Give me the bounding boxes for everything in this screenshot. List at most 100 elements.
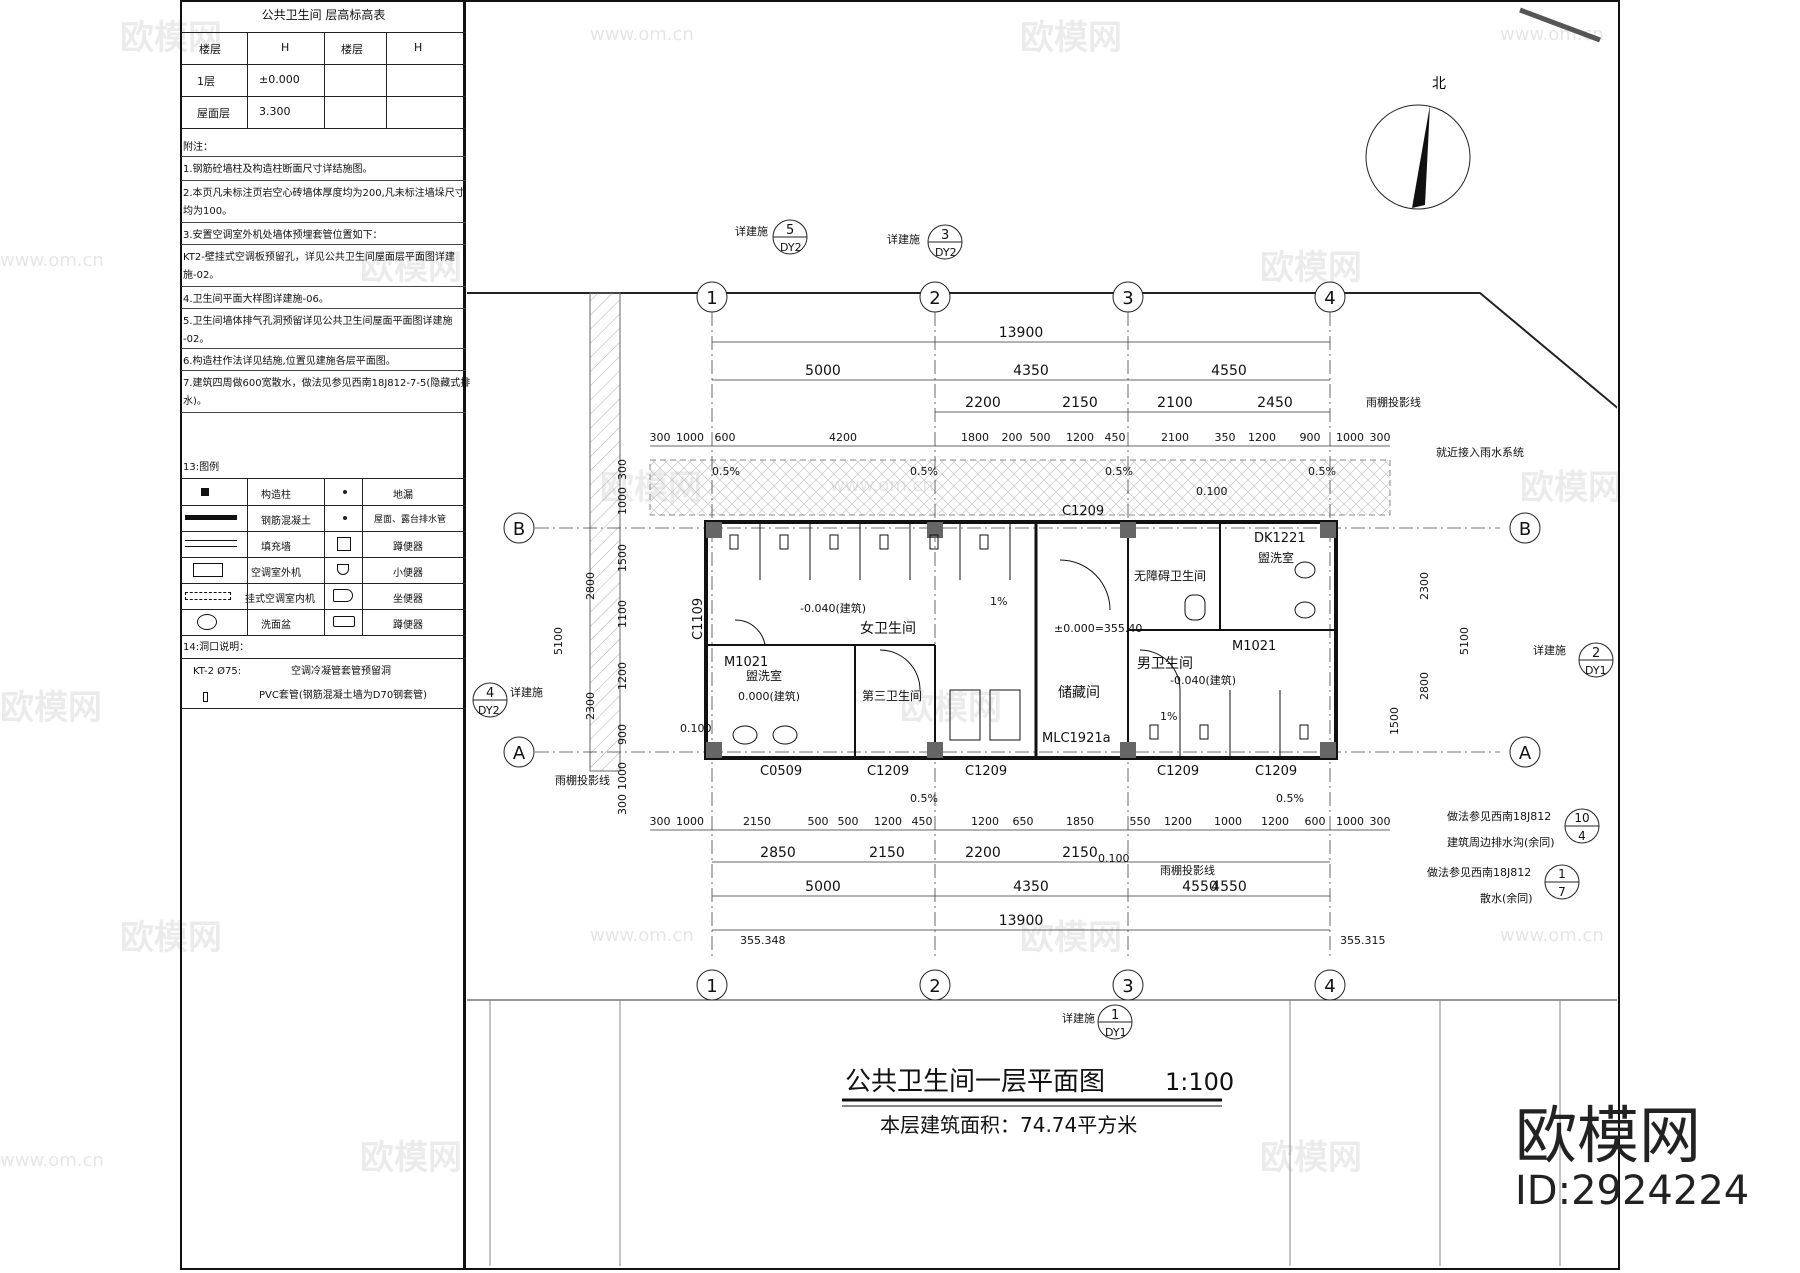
axis-label: A (513, 743, 526, 764)
watermark-url: www.om.cn (590, 24, 694, 45)
dim-bay: 4350 (1013, 363, 1049, 379)
north-label: 北 (1432, 76, 1446, 92)
dim: 2150 (743, 815, 771, 828)
legend-label: 钢筋混凝土 (261, 516, 311, 527)
opening-label: C0509 (760, 764, 802, 779)
opening-label: C1109 (691, 598, 706, 640)
dim: 1200 (1066, 431, 1094, 444)
axis-label: 4 (1324, 288, 1335, 309)
level-mark: 0.000(建筑) (738, 689, 800, 703)
dim: 450 (912, 815, 933, 828)
legend-row: 填充墙 蹲便器 (181, 531, 466, 558)
dim: 500 (808, 815, 829, 828)
dim: 1200 (971, 815, 999, 828)
legend-divider (324, 479, 325, 635)
axis-label: 3 (1122, 288, 1133, 309)
annotation: 就近接入雨水系统 (1436, 445, 1524, 459)
annotation: 做法参见西南18J812 (1447, 809, 1551, 823)
table-divider (247, 32, 248, 128)
opening-label: M1021 (1232, 639, 1276, 654)
dim: 5100 (552, 627, 565, 655)
notes-heading: 附注： (183, 142, 213, 153)
dim: 2450 (1257, 395, 1293, 411)
table-row: 屋面层 3.300 (181, 96, 466, 129)
floor-cell: 1层 (197, 75, 215, 88)
divider (181, 286, 466, 287)
annotation: 散水(余同) (1480, 891, 1533, 905)
callout-sheet: DY1 (1105, 1026, 1127, 1039)
drain-pipe-icon (343, 516, 347, 520)
annotation: 建筑周边排水沟(余同) (1447, 835, 1555, 849)
axis-label: 3 (1122, 976, 1133, 997)
slope-label: 1% (990, 595, 1007, 608)
dim: 900 (1300, 431, 1321, 444)
callout-label: 详建施 (735, 224, 768, 238)
dim: 600 (715, 431, 736, 444)
opening-label: C1209 (1157, 764, 1199, 779)
north-arrow-icon (1412, 105, 1430, 208)
room-label: 女卫生间 (860, 620, 916, 637)
room-label: 男卫生间 (1137, 656, 1193, 672)
watermark-url: www.om.cn (1500, 925, 1604, 946)
opening-label: M1021 (724, 655, 768, 670)
note-line: 6.构造柱作法详见结施,位置见建施各层平面图。 (183, 356, 396, 367)
dim: 1200 (1164, 815, 1192, 828)
axis-label: B (513, 519, 525, 540)
watermark: 欧模网 (360, 1138, 462, 1178)
axis-label: 2 (929, 288, 940, 309)
callout-label: 详建施 (887, 232, 920, 246)
dim: 1000 (1214, 815, 1242, 828)
dim: 600 (1305, 815, 1326, 828)
slope-label: 1% (1160, 710, 1177, 723)
watermark: 欧模网 (120, 18, 222, 58)
legend-divider (247, 479, 248, 635)
dim: 300 (650, 815, 671, 828)
washbasin-icon (197, 614, 217, 630)
divider (181, 658, 466, 659)
room-label: 储藏间 (1058, 685, 1100, 701)
divider (181, 478, 466, 479)
room-label: 盥洗室 (1258, 550, 1294, 565)
slope-label: 0.5% (910, 465, 938, 478)
axis-label: 1 (706, 288, 717, 309)
concrete-icon (185, 515, 237, 520)
brand-id: ID:2924224 (1515, 1168, 1750, 1214)
dim-bay: 4550 (1211, 363, 1247, 379)
opening-label: C1209 (965, 764, 1007, 779)
annotation: 雨棚投影线 (1160, 863, 1215, 877)
annotation: 做法参见西南18J812 (1427, 865, 1531, 879)
dim: 2100 (1161, 431, 1189, 444)
note-line: 4.卫生间平面大样图详建施-06。 (183, 294, 329, 305)
watermark: 欧模网 (1020, 918, 1122, 958)
axis-label: 1 (706, 976, 717, 997)
divider (181, 412, 466, 413)
sleeve-icon (203, 692, 208, 702)
plan-area: 本层建筑面积：74.74平方米 (880, 1113, 1137, 1137)
dim: 1000 (1336, 815, 1364, 828)
dim: 500 (838, 815, 859, 828)
dim: 1200 (1261, 815, 1289, 828)
note-line: 施-02。 (183, 270, 220, 281)
callout-num: 5 (786, 223, 794, 238)
table-divider (386, 32, 387, 128)
dim: 2200 (965, 395, 1001, 411)
dim: 1850 (1066, 815, 1094, 828)
divider (181, 156, 466, 157)
dim: 1800 (961, 431, 989, 444)
watermark-url: www.om.cn (0, 1150, 104, 1171)
dim: 2150 (1062, 845, 1098, 861)
room-label: 盥洗室 (746, 668, 782, 683)
ref-bottom: 4 (1578, 829, 1586, 843)
canopy-strip-top (649, 459, 1391, 516)
callout-sheet: DY2 (478, 704, 500, 717)
opening-label: DK1221 (1254, 531, 1306, 546)
annotation: 雨棚投影线 (555, 773, 610, 787)
annotation: 雨棚投影线 (1366, 395, 1421, 409)
legend-label: 挂式空调室内机 (245, 594, 315, 605)
divider (181, 348, 466, 349)
floor-plan: 北 (467, 7, 1617, 1266)
dim: 300 (616, 459, 629, 480)
note-line: 1.钢筋砼墙柱及构造柱断面尺寸详结施图。 (183, 164, 373, 175)
legend-heading: 13:图例 (183, 462, 220, 473)
legend-label: 空调室外机 (251, 568, 301, 579)
